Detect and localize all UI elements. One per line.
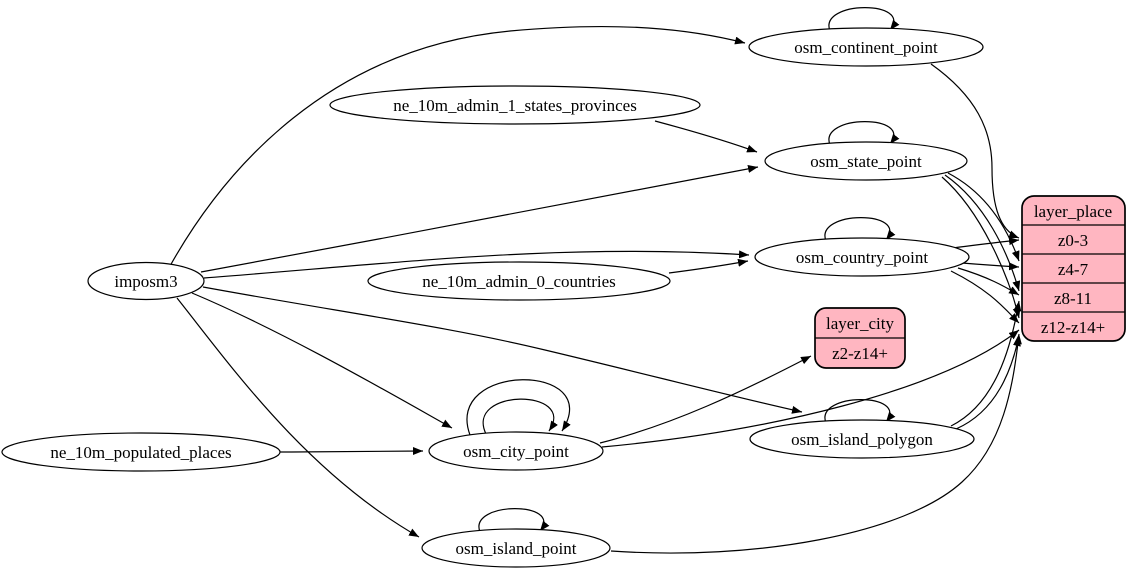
ne_10m_admin_1_states_provinces-ellipse	[329, 85, 701, 125]
osm_continent_point-ellipse	[748, 27, 984, 67]
node-osm_city_point: osm_city_point	[428, 431, 604, 471]
edge-group	[169, 7, 1022, 554]
edge-imposm3-osm_state_point	[200, 164, 759, 273]
layer_city-title: layer_city	[826, 314, 894, 333]
selfloop-osm_state_point	[828, 121, 900, 146]
layer_place-row-z4-7: z4-7	[1058, 260, 1089, 279]
node-ne_10m_populated_places: ne_10m_populated_places	[1, 432, 281, 472]
node-osm_state_point: osm_state_point	[764, 141, 968, 181]
edge-osm_island_polygon-layer_place-z8-11	[950, 300, 1022, 427]
node-osm_continent_point: osm_continent_point	[748, 27, 984, 67]
ne_10m_populated_places-ellipse	[1, 432, 281, 472]
edge-osm_country_point-layer_place-z8-11	[957, 267, 1020, 296]
imposm3-ellipse	[87, 261, 205, 301]
edge-osm_city_point-layer_place-z12-z14	[601, 329, 1020, 448]
osm_island_polygon-label: osm_island_polygon	[791, 430, 933, 449]
edge-osm_island_polygon-layer_place-z12-z14	[955, 335, 1021, 430]
osm_city_point-ellipse	[428, 431, 604, 471]
osm_state_point-ellipse	[764, 141, 968, 181]
node-ne_10m_admin_0_countries: ne_10m_admin_0_countries	[367, 261, 671, 301]
layer_place-box	[1021, 195, 1126, 342]
edge-osm_island_point-layer_place-z12-z14	[610, 333, 1022, 554]
edge-imposm3-osm_country_point	[203, 250, 750, 279]
imposm3-label: imposm3	[114, 272, 177, 291]
selfloop-osm_island_polygon	[824, 399, 896, 424]
layer_city-row-z2-z14: z2-z14+	[832, 344, 888, 363]
osm_continent_point-label: osm_continent_point	[794, 38, 938, 57]
node-osm_country_point: osm_country_point	[754, 237, 970, 277]
node-imposm3: imposm3	[87, 261, 205, 301]
osm_state_point-label: osm_state_point	[810, 152, 922, 171]
ne_10m_populated_places-label: ne_10m_populated_places	[50, 443, 231, 462]
node-layer_city: layer_city z2-z14+	[814, 307, 906, 369]
layer_place-row-z8-11: z8-11	[1054, 289, 1092, 308]
node-ne_10m_admin_1_states_provinces: ne_10m_admin_1_states_provinces	[329, 85, 701, 125]
edge-imposm3-osm_continent_point	[169, 25, 746, 267]
edge-ne1states-osm_state_point	[654, 120, 758, 153]
edge-osm_country_point-layer_place-z4-7	[961, 262, 1020, 271]
osm_city_point-label: osm_city_point	[463, 442, 569, 461]
edge-imposm3-osm_island_polygon	[202, 286, 803, 414]
selfloop-osm_city_point-outer	[466, 379, 571, 436]
edge-osm_country_point-layer_place-z0-3	[952, 237, 1020, 249]
osm_country_point-label: osm_country_point	[796, 248, 928, 267]
edge-osm_state_point-layer_place-z4-7	[947, 172, 1020, 262]
osm_island_point-label: osm_island_point	[456, 539, 577, 558]
edge-osm_country_point-layer_place-z12-z14	[950, 270, 1020, 324]
edge-nepopulated-osm_city_point	[278, 447, 424, 456]
node-osm_island_polygon: osm_island_polygon	[749, 419, 975, 459]
edge-ne0countries-osm_country_point	[668, 258, 749, 274]
osm_country_point-ellipse	[754, 237, 970, 277]
node-osm_island_point: osm_island_point	[421, 528, 611, 568]
layer_place-row-z0-3: z0-3	[1058, 231, 1088, 250]
node-layer_place: layer_place z0-3 z4-7 z8-11 z12-z14+	[1021, 195, 1126, 342]
selfloop-osm_island_point	[478, 508, 550, 533]
edge-osm_city_point-layer_city-z2-z14	[599, 355, 812, 444]
ne_10m_admin_1_states_provinces-label: ne_10m_admin_1_states_provinces	[393, 96, 637, 115]
layer_place-row-z12-z14: z12-z14+	[1041, 318, 1105, 337]
layer_place-title: layer_place	[1034, 202, 1112, 221]
selfloop-osm_city_point-inner	[482, 398, 558, 435]
ne_10m_admin_0_countries-label: ne_10m_admin_0_countries	[422, 272, 616, 291]
edge-imposm3-osm_city_point	[191, 292, 453, 429]
selfloop-osm_continent_point	[828, 7, 900, 32]
osm_island_point-ellipse	[421, 528, 611, 568]
edge-osm_state_point-layer_place-z8-11	[944, 174, 1021, 292]
edge-osm_continent_point-layer_place-z0-3	[930, 63, 1020, 239]
osm_island_polygon-ellipse	[749, 419, 975, 459]
selfloop-osm_country_point	[824, 217, 896, 242]
edge-imposm3-osm_island_point	[176, 297, 420, 538]
ne_10m_admin_0_countries-ellipse	[367, 261, 671, 301]
